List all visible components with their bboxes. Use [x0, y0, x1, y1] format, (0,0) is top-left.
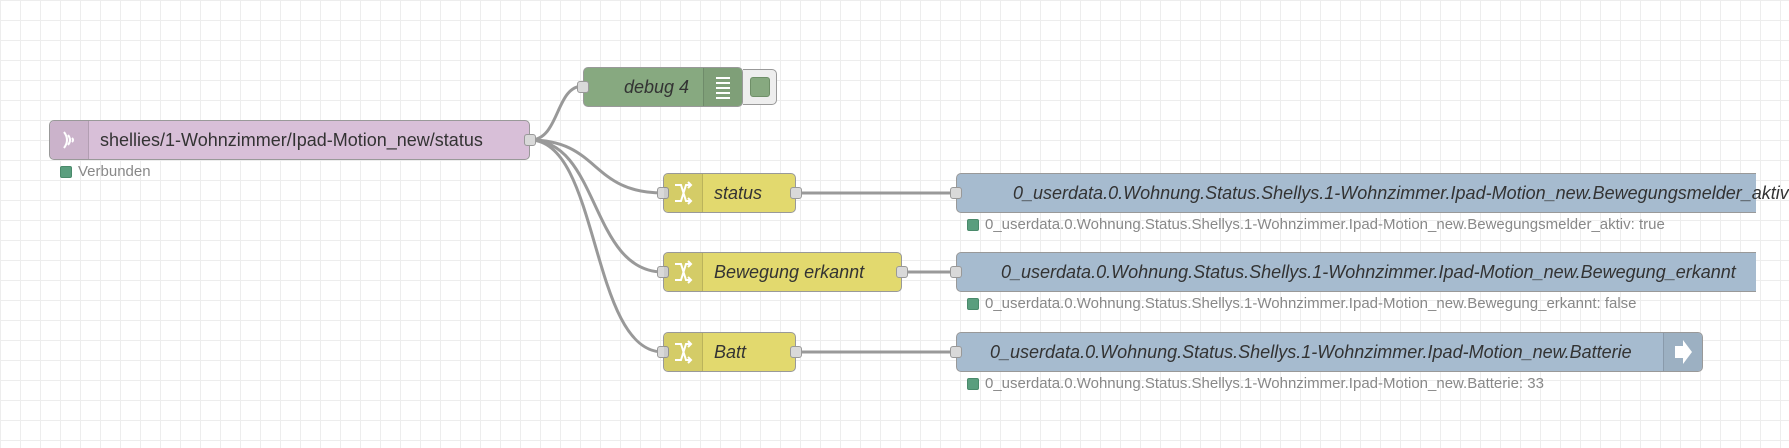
debug-input-port[interactable]: [577, 81, 589, 93]
mqtt-in-status-text: Verbunden: [78, 163, 151, 180]
list-icon: [703, 68, 742, 106]
mqtt-in-node[interactable]: shellies/1-Wohnzimmer/Ipad-Motion_new/st…: [49, 120, 536, 160]
iobroker-out-node-bewegungsmelder[interactable]: 0_userdata.0.Wohnung.Status.Shellys.1-Wo…: [950, 173, 1789, 213]
iobroker-out-1-status-text: 0_userdata.0.Wohnung.Status.Shellys.1-Wo…: [985, 216, 1665, 233]
debug-node[interactable]: debug 4: [577, 67, 743, 107]
wires-layer: [529, 84, 956, 354]
iobroker-out-1-label: 0_userdata.0.Wohnung.Status.Shellys.1-Wo…: [1013, 182, 1789, 203]
wire-mqtt-bewegung: [529, 138, 664, 274]
change-status-label: status: [714, 182, 763, 203]
wire-mqtt-debug: [529, 84, 584, 142]
arrow-right-icon: [1663, 333, 1702, 371]
change-node-batt[interactable]: Batt: [657, 332, 802, 372]
mqtt-in-status: Verbunden: [60, 163, 151, 180]
iobroker-out-2-label: 0_userdata.0.Wohnung.Status.Shellys.1-Wo…: [1001, 261, 1736, 282]
status-dot: [967, 377, 979, 390]
shuffle-icon: [664, 333, 703, 371]
shuffle-icon: [664, 174, 703, 212]
wire-mqtt-batt: [529, 138, 664, 354]
iobroker-out-1-input-port[interactable]: [950, 187, 962, 199]
iobroker-out-2-status-text: 0_userdata.0.Wohnung.Status.Shellys.1-Wo…: [985, 295, 1637, 312]
iobroker-out-node-bewegung-erkannt[interactable]: 0_userdata.0.Wohnung.Status.Shellys.1-Wo…: [950, 252, 1756, 292]
debug-label: debug 4: [624, 76, 690, 97]
iobroker-out-1-status: 0_userdata.0.Wohnung.Status.Shellys.1-Wo…: [967, 216, 1665, 233]
change-node-bewegung[interactable]: Bewegung erkannt: [657, 252, 908, 292]
bridge-icon: [50, 121, 89, 159]
change-bewegung-label: Bewegung erkannt: [714, 261, 865, 282]
iobroker-out-3-label: 0_userdata.0.Wohnung.Status.Shellys.1-Wo…: [990, 341, 1632, 362]
iobroker-out-2-status: 0_userdata.0.Wohnung.Status.Shellys.1-Wo…: [967, 295, 1637, 312]
change-bewegung-input-port[interactable]: [657, 266, 669, 278]
wire-mqtt-status: [529, 138, 664, 195]
debug-toggle-indicator: [749, 77, 770, 97]
change-status-input-port[interactable]: [657, 187, 669, 199]
change-bewegung-output-port[interactable]: [896, 266, 908, 278]
change-node-status[interactable]: status: [657, 173, 802, 213]
status-dot: [60, 165, 72, 178]
iobroker-out-3-input-port[interactable]: [950, 346, 962, 358]
mqtt-in-label: shellies/1-Wohnzimmer/Ipad-Motion_new/st…: [100, 129, 483, 150]
change-batt-label: Batt: [714, 341, 747, 362]
change-batt-input-port[interactable]: [657, 346, 669, 358]
status-dot: [967, 218, 979, 231]
iobroker-out-3-status: 0_userdata.0.Wohnung.Status.Shellys.1-Wo…: [967, 375, 1544, 392]
debug-toggle-button[interactable]: [743, 69, 777, 105]
change-batt-output-port[interactable]: [790, 346, 802, 358]
iobroker-out-node-batterie[interactable]: 0_userdata.0.Wohnung.Status.Shellys.1-Wo…: [950, 332, 1703, 372]
shuffle-icon: [664, 253, 703, 291]
change-status-output-port[interactable]: [790, 187, 802, 199]
iobroker-out-3-status-text: 0_userdata.0.Wohnung.Status.Shellys.1-Wo…: [985, 375, 1544, 392]
status-dot: [967, 297, 979, 310]
iobroker-out-2-input-port[interactable]: [950, 266, 962, 278]
mqtt-in-output-port[interactable]: [524, 134, 536, 146]
